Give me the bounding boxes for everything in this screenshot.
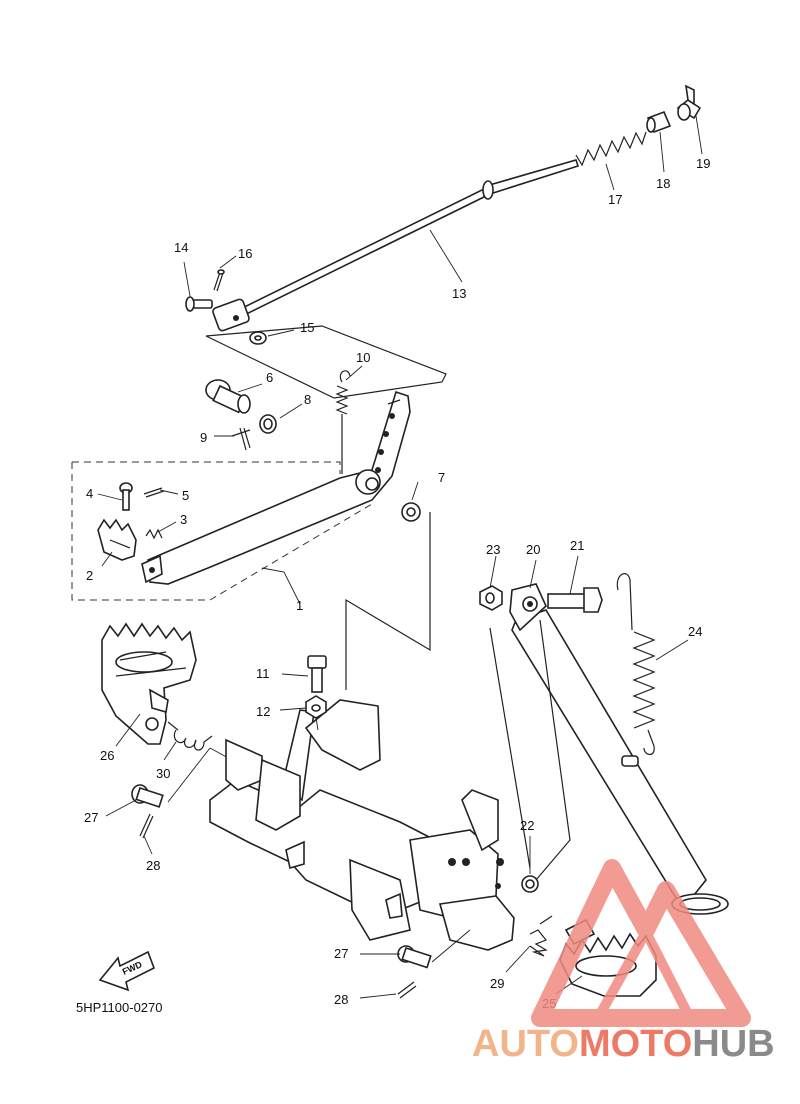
- pin-27a: [131, 784, 164, 808]
- cotter-16: [213, 269, 225, 292]
- bolt-11: [307, 655, 327, 693]
- brake-rod: [212, 159, 580, 332]
- washer-7: [401, 502, 421, 522]
- callout-16: 16: [238, 246, 252, 261]
- cotter-28a: [139, 813, 154, 839]
- watermark-moto: MOTO: [579, 1023, 692, 1065]
- watermark-logo: [531, 859, 751, 1027]
- callout-18: 18: [656, 176, 670, 191]
- side-stand-20: [509, 583, 729, 915]
- callout-22: 22: [520, 818, 534, 833]
- spring-29: [529, 915, 553, 957]
- cotter-28b: [397, 981, 417, 999]
- callout-27b: 27: [334, 946, 348, 961]
- nut-23: [479, 585, 503, 611]
- callout-28b: 28: [334, 992, 348, 1007]
- nut-22: [521, 875, 539, 893]
- callout-14: 14: [174, 240, 188, 255]
- callout-15: 15: [300, 320, 314, 335]
- callout-8: 8: [304, 392, 311, 407]
- callout-26: 26: [100, 748, 114, 763]
- frame: [209, 699, 515, 951]
- wing-nut-19: [676, 84, 702, 121]
- callout-12: 12: [256, 704, 270, 719]
- callout-2: 2: [86, 568, 93, 583]
- cotter-5: [143, 487, 165, 498]
- watermark-auto: AUTO: [472, 1023, 579, 1065]
- callout-3: 3: [180, 512, 187, 527]
- callout-24: 24: [688, 624, 702, 639]
- callout-29: 29: [490, 976, 504, 991]
- pedal-tip-2: [97, 518, 137, 561]
- callout-17: 17: [608, 192, 622, 207]
- callout-19: 19: [696, 156, 710, 171]
- rod-spring: [575, 131, 647, 167]
- watermark-triangle-icon: [531, 859, 751, 1027]
- circlip-8: [259, 414, 277, 434]
- spring-30: [167, 721, 213, 751]
- cotter-9: [231, 427, 251, 451]
- spring-10: [335, 370, 351, 474]
- callout-21: 21: [570, 538, 584, 553]
- callout-4: 4: [86, 486, 93, 501]
- callout-23: 23: [486, 542, 500, 557]
- pin-27b: [397, 945, 432, 969]
- callout-28a: 28: [146, 858, 160, 873]
- watermark-text: AUTOMOTOHUB: [472, 1023, 775, 1065]
- callout-27a: 27: [84, 810, 98, 825]
- callout-11: 11: [256, 666, 270, 681]
- callout-20: 20: [526, 542, 540, 557]
- diagram-code: 5HP1100-0270: [76, 1000, 163, 1015]
- nut-12: [305, 695, 327, 719]
- pin-4: [119, 482, 133, 511]
- callout-30: 30: [156, 766, 170, 781]
- callout-10: 10: [356, 350, 370, 365]
- callout-5: 5: [182, 488, 189, 503]
- leader-lines: [97, 115, 703, 999]
- washer-15: [249, 331, 267, 345]
- callout-6: 6: [266, 370, 273, 385]
- watermark-hub: HUB: [692, 1023, 774, 1065]
- pin-14: [185, 296, 213, 312]
- rod-joint-18: [646, 110, 672, 134]
- callout-13: 13: [452, 286, 466, 301]
- pivot-shaft-6: [205, 379, 251, 414]
- spring-3: [145, 528, 163, 540]
- brake-pedal-1: [141, 390, 411, 585]
- bolt-21: [547, 587, 603, 613]
- spring-24: [616, 573, 656, 756]
- callout-7: 7: [438, 470, 445, 485]
- callout-1: 1: [296, 598, 303, 613]
- footrest-26: [101, 622, 197, 745]
- fwd-arrow-icon: FWD: [98, 950, 156, 992]
- callout-9: 9: [200, 430, 207, 445]
